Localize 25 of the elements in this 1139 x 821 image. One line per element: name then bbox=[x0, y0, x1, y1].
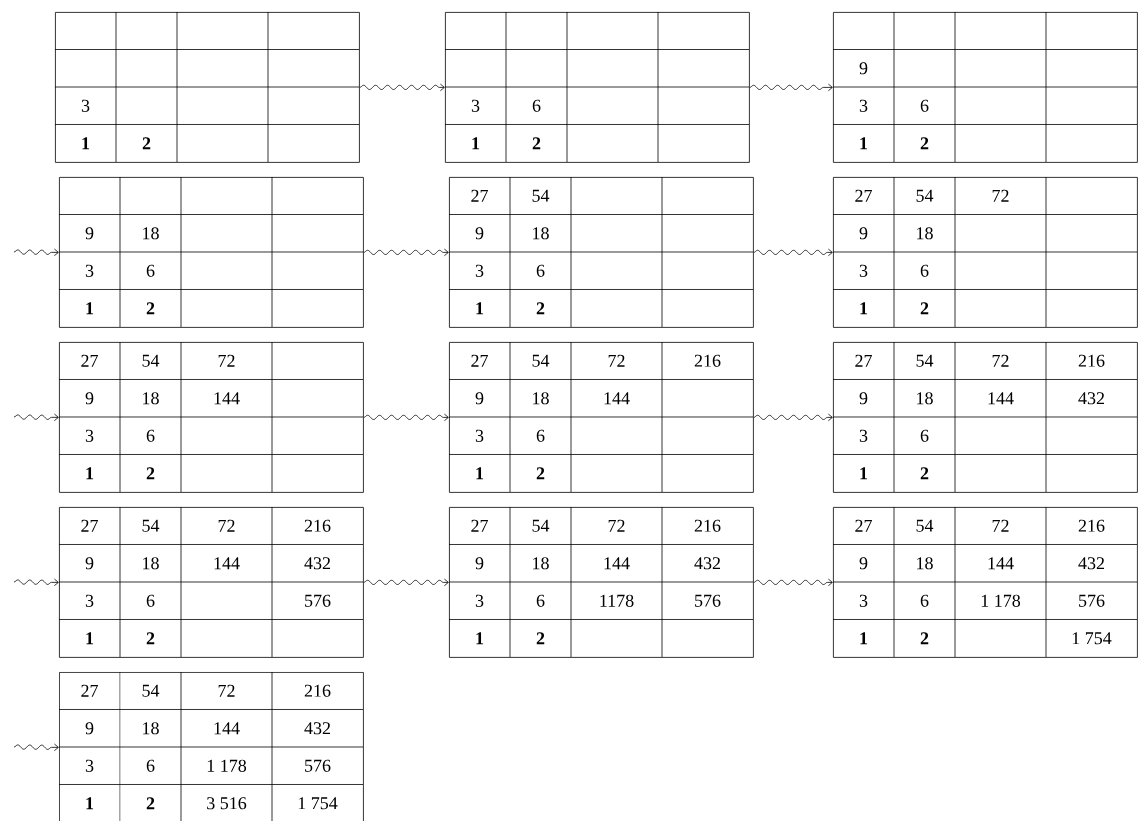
number-table: 27 54 72 9 18 3 6 1 2 bbox=[832, 176, 1138, 328]
squiggle-arrow bbox=[359, 83, 445, 92]
number-table: 27 54 72 216 9 18 144 432 3 6 1 178 576 1 2 1 754 bbox=[832, 506, 1138, 658]
number-table: 9 3 6 1 2 bbox=[832, 11, 1138, 163]
number-table: 27 54 72 216 9 18 144 432 3 6 1 2 bbox=[832, 341, 1138, 493]
number-table: 27 54 72 216 9 18 144 432 3 6 576 1 2 bbox=[58, 506, 364, 658]
number-table: 3 1 2 bbox=[54, 11, 360, 163]
number-table: 27 54 72 9 18 144 3 6 1 2 bbox=[58, 341, 364, 493]
number-table: 27 54 72 216 9 18 144 432 3 6 1178 576 1 2 bbox=[448, 506, 754, 658]
squiggle-arrow bbox=[363, 578, 449, 587]
squiggle-arrow bbox=[13, 743, 59, 752]
number-table: 27 54 72 216 9 18 144 432 3 6 1 178 576 1 2 3 516 1 754 bbox=[58, 671, 364, 821]
squiggle-arrow bbox=[363, 248, 449, 257]
squiggle-arrow bbox=[753, 578, 833, 587]
squiggle-arrow bbox=[13, 248, 59, 257]
number-table: 9 18 3 6 1 2 bbox=[58, 176, 364, 328]
squiggle-arrow bbox=[749, 83, 833, 92]
squiggle-arrow bbox=[13, 578, 59, 587]
number-table: 3 6 1 2 bbox=[444, 11, 750, 163]
number-table: 27 54 72 216 9 18 144 3 6 1 2 bbox=[448, 341, 754, 493]
number-table: 27 54 9 18 3 6 1 2 bbox=[448, 176, 754, 328]
squiggle-arrow bbox=[753, 413, 833, 422]
squiggle-arrow bbox=[363, 413, 449, 422]
squiggle-arrow bbox=[13, 413, 59, 422]
squiggle-arrow bbox=[753, 248, 833, 257]
